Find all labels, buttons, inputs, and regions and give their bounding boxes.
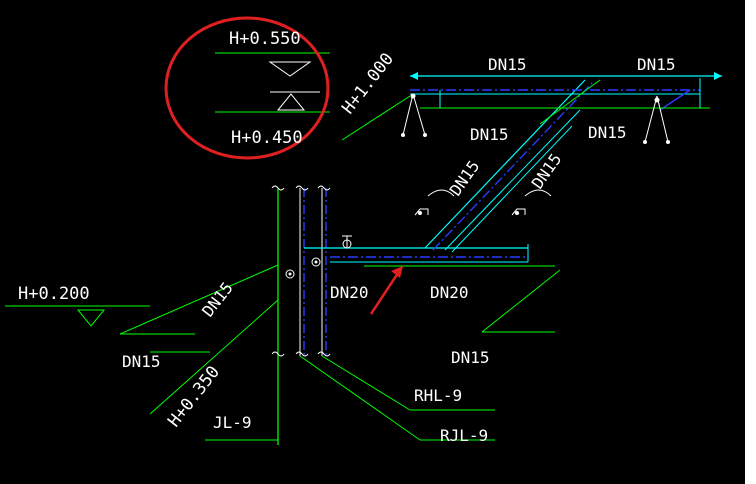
elevation-label-h0550: H+0.550: [229, 29, 301, 49]
elevation-symbol: [268, 61, 320, 111]
pipe-label-dn15-bottom: DN15: [451, 348, 490, 367]
riser-label-rjl9: RJL-9: [440, 426, 488, 445]
pipe-label-dn15-top-left: DN15: [488, 55, 527, 74]
pipe-label-dn20-right: DN20: [430, 283, 469, 302]
highlight-circle: [164, 16, 330, 160]
pipe-label-dn15-diagonal-2: DN15: [528, 150, 566, 192]
dn20-branch: [304, 235, 555, 267]
pipe-label-dn15-mid-left: DN15: [470, 125, 509, 144]
riser-label-jl9: JL-9: [213, 413, 252, 432]
pipe-label-dn20-left: DN20: [330, 283, 369, 302]
diagonal-pipes: [424, 79, 594, 253]
leader-lines: [5, 52, 601, 441]
pipe-label-dn15-left-diagonal: DN15: [198, 278, 237, 320]
pipe-label-dn15-top-right: DN15: [637, 55, 676, 74]
riser-group: [271, 185, 331, 445]
pipe-label-dn15-left: DN15: [122, 352, 161, 371]
elevation-label-h0450: H+0.450: [231, 128, 303, 148]
elevation-label-h0200: H+0.200: [18, 284, 90, 304]
elevation-label-h1000: H+1.000: [338, 49, 398, 118]
pipe-label-dn15-mid-right: DN15: [588, 123, 627, 142]
red-arrow-icon: [369, 266, 403, 315]
riser-label-rhl9: RHL-9: [414, 386, 462, 405]
upper-pipes: [401, 72, 722, 216]
